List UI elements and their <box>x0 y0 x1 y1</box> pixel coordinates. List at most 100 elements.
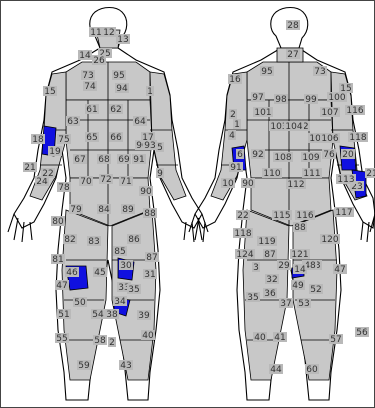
back-region-label-3: 3 <box>253 263 259 273</box>
front-right-hand <box>8 214 32 242</box>
back-region-label-88: 88 <box>294 223 306 233</box>
back-region-label-14: 14 <box>294 265 306 275</box>
front-region-label-46: 46 <box>66 268 78 278</box>
front-region-label-82: 82 <box>64 235 75 245</box>
front-region-label-74: 74 <box>84 82 96 92</box>
front-region-label-38: 38 <box>106 310 118 320</box>
front-region-label-61: 61 <box>86 105 97 115</box>
front-region-label-83: 83 <box>88 237 99 247</box>
back-region-label-87: 87 <box>264 250 275 260</box>
back-region-label-29: 29 <box>278 261 290 271</box>
front-region-label-67: 67 <box>74 155 85 165</box>
back-region-label-112: 112 <box>287 180 304 190</box>
back-region-label-110: 110 <box>263 169 280 179</box>
back-region-label-37: 37 <box>280 299 291 309</box>
front-region-label-12: 12 <box>103 28 114 38</box>
front-region-label-95: 95 <box>113 71 124 81</box>
back-region-label-40: 40 <box>254 333 266 343</box>
front-region-label-80: 80 <box>52 217 64 227</box>
back-region-label-16: 16 <box>229 75 241 85</box>
front-region-label-22: 22 <box>42 169 53 179</box>
back-region-label-56: 56 <box>356 328 368 338</box>
back-region-label-52: 52 <box>310 285 321 295</box>
front-region-label-54: 54 <box>92 310 104 320</box>
front-region-label-1: 1 <box>147 87 153 97</box>
front-region-label-58: 58 <box>94 336 106 346</box>
front-region-label-85: 85 <box>114 247 125 257</box>
front-region-label-89: 89 <box>122 205 134 215</box>
front-region-label-11: 11 <box>90 28 101 38</box>
front-region-label-59: 59 <box>78 361 90 371</box>
front-region-label-70: 70 <box>80 177 92 187</box>
front-region-label-91: 91 <box>133 155 144 165</box>
back-region-label-21: 21 <box>366 169 375 179</box>
back-region-label-100: 100 <box>328 93 345 103</box>
back-region-label-4: 4 <box>229 131 235 141</box>
back-region-label-113: 113 <box>337 175 354 185</box>
front-region-label-50: 50 <box>74 298 86 308</box>
front-region-label-88: 88 <box>144 209 156 219</box>
front-region-label-68: 68 <box>98 155 110 165</box>
front-region-label-45: 45 <box>94 268 105 278</box>
front-region-label-19: 19 <box>49 147 61 157</box>
back-region-label-73: 73 <box>314 67 325 77</box>
front-region-label-13: 13 <box>117 35 128 45</box>
front-region-label-62: 62 <box>110 105 121 115</box>
front-region-label-79: 79 <box>70 205 82 215</box>
front-region-label-72: 72 <box>100 175 111 185</box>
front-region-label-55: 55 <box>56 334 67 344</box>
front-region-label-84: 84 <box>98 205 110 215</box>
back-region-label-118: 118 <box>234 229 251 239</box>
front-region-label-78: 78 <box>58 183 70 193</box>
front-region-label-14: 14 <box>79 51 91 61</box>
back-region-label-95: 95 <box>261 67 272 77</box>
front-region-label-43: 43 <box>120 361 131 371</box>
front-region-label-26: 26 <box>93 56 105 66</box>
back-region-label-106: 106 <box>321 134 338 144</box>
back-region-label-2: 2 <box>230 110 236 120</box>
back-region-label-36: 36 <box>264 289 276 299</box>
front-region-label-2: 2 <box>109 338 115 348</box>
back-region-label-57: 57 <box>330 335 341 345</box>
front-region-label-18: 18 <box>32 135 44 145</box>
front-region-label-65: 65 <box>86 133 97 143</box>
front-region-label-47: 47 <box>56 281 67 291</box>
front-region-label-63: 63 <box>67 117 78 127</box>
back-region-label-107: 107 <box>321 108 338 118</box>
front-region-label-31: 31 <box>144 270 155 280</box>
front-region-label-75: 75 <box>58 135 69 145</box>
back-region-label-120: 120 <box>321 235 338 245</box>
back-region-label-121: 121 <box>291 250 308 260</box>
front-region-label-64: 64 <box>134 117 146 127</box>
front-region-label-87: 87 <box>146 253 157 263</box>
back-region-label-118: 118 <box>349 133 366 143</box>
front-region-label-30: 30 <box>120 261 132 271</box>
front-region-label-40: 40 <box>142 331 154 341</box>
back-region-label-60: 60 <box>306 365 318 375</box>
back-region-label-41: 41 <box>274 333 285 343</box>
back-region-label-124: 124 <box>236 250 253 260</box>
front-region-label-21: 21 <box>24 163 35 173</box>
back-region-label-44: 44 <box>270 365 282 375</box>
back-region-label-15: 15 <box>340 84 351 94</box>
back-region-label-108: 108 <box>274 153 291 163</box>
back-region-label-111: 111 <box>303 169 320 179</box>
front-left-arm-region <box>150 72 186 200</box>
back-region-label-20: 20 <box>342 150 354 160</box>
back-region-label-35: 35 <box>247 293 258 303</box>
back-region-label-92: 92 <box>252 150 263 160</box>
back-region-label-90: 90 <box>242 179 254 189</box>
back-region-label-97: 97 <box>252 93 263 103</box>
back-region-label-117: 117 <box>335 208 352 218</box>
back-region-label-27: 27 <box>287 50 298 60</box>
front-region-label-73: 73 <box>82 71 93 81</box>
back-region-label-101: 101 <box>254 108 271 118</box>
back-region-label-6: 6 <box>237 150 243 160</box>
back-region-label-119: 119 <box>258 237 275 247</box>
front-region-label-94: 94 <box>116 84 128 94</box>
back-region-label-91: 91 <box>230 163 241 173</box>
back-region-label-22: 22 <box>237 211 248 221</box>
front-region-label-90: 90 <box>140 187 152 197</box>
back-region-label-28: 28 <box>287 21 299 31</box>
front-region-label-39: 39 <box>138 311 150 321</box>
